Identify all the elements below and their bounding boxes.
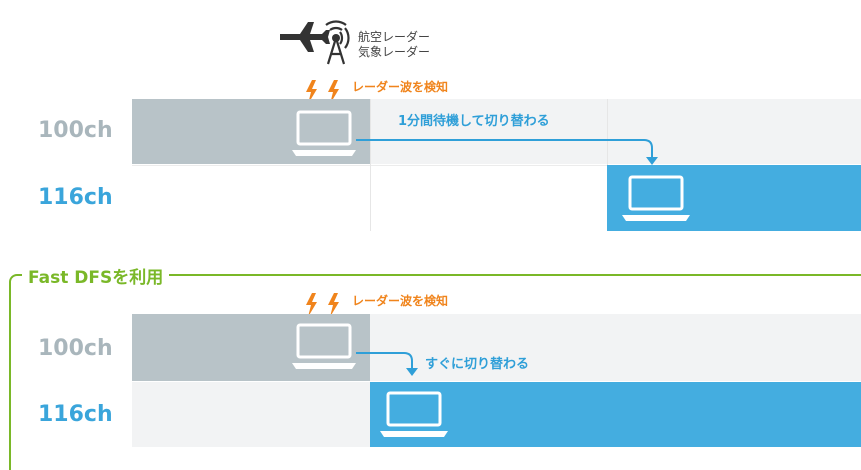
timeline-divider <box>370 99 371 231</box>
channel-active-block-116ch-bottom <box>370 382 861 447</box>
channel-label-100ch-bottom: 100ch <box>38 336 113 361</box>
radar-source <box>278 8 358 65</box>
laptop-icon <box>292 323 356 369</box>
switch-arrow-bottom <box>356 352 418 376</box>
channel-label-116ch-top: 116ch <box>38 185 113 210</box>
plane-radar-tower-icon <box>280 20 350 65</box>
channel-label-100ch-top: 100ch <box>38 118 113 143</box>
laptop-icon <box>292 110 356 156</box>
radar-label-weather: 気象レーダー <box>358 45 431 59</box>
radar-labels: 航空レーダー 気象レーダー <box>358 30 430 60</box>
switch-label-bottom: すぐに切り替わる <box>425 357 530 372</box>
switch-label-top: 1分間待機して切り替わる <box>398 114 550 129</box>
fast-dfs-title: Fast DFSを利用 <box>22 263 170 288</box>
radar-label-aviation: 航空レーダー <box>358 30 431 44</box>
radar-detect-label-top: レーダー波を検知 <box>352 80 449 94</box>
lightning-icon <box>306 80 339 104</box>
channel-label-116ch-bottom: 116ch <box>38 402 113 427</box>
switch-arrow-top <box>356 139 658 165</box>
radar-detect-label-bottom: レーダー波を検知 <box>352 294 449 308</box>
laptop-icon <box>622 175 690 221</box>
laptop-icon <box>380 391 448 437</box>
timeline-divider <box>607 99 608 165</box>
fast-dfs-bracket <box>9 274 861 470</box>
lightning-icon <box>306 293 339 317</box>
